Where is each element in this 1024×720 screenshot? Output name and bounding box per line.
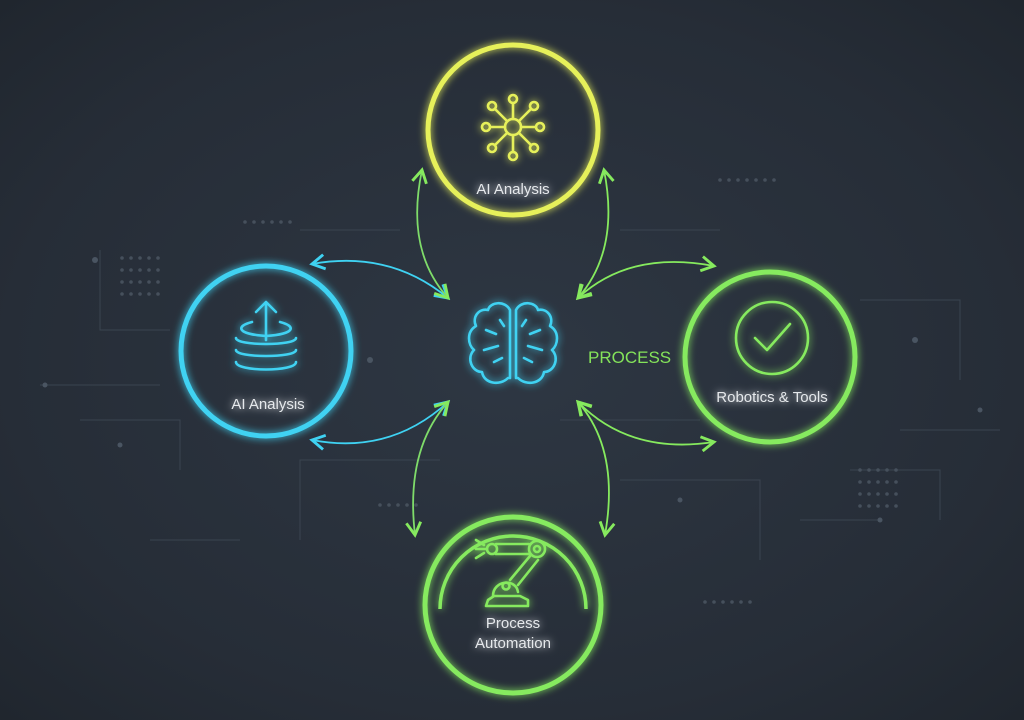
background-dot (885, 480, 889, 484)
background-dot (772, 178, 776, 182)
background-dot (876, 504, 880, 508)
background-dot (414, 503, 418, 507)
center-label: PROCESS (588, 348, 671, 367)
background-dot (858, 468, 862, 472)
background-dot (147, 256, 151, 260)
background-dot (876, 468, 880, 472)
node-bottom-label-line2: Automation (475, 635, 551, 652)
node-top[interactable]: AI Analysis (425, 42, 601, 218)
background-dot (876, 480, 880, 484)
background-dot (138, 280, 142, 284)
background-dot (763, 178, 767, 182)
background-dot (858, 492, 862, 496)
background-dot (730, 600, 734, 604)
background-dot (147, 268, 151, 272)
node-right-label: Robotics & Tools (716, 389, 827, 406)
background-dot (405, 503, 409, 507)
network-hub-icon (480, 93, 546, 162)
background-dot (867, 492, 871, 496)
background-dot (120, 268, 124, 272)
background-dot (138, 268, 142, 272)
node-right[interactable]: Robotics & Tools (682, 269, 858, 445)
background-dot (156, 256, 160, 260)
background-dot (885, 492, 889, 496)
arrow-center-bottom-left (405, 399, 450, 538)
database-upload-icon (234, 300, 298, 371)
check-circle-icon (734, 300, 810, 376)
node-top-label: AI Analysis (476, 181, 549, 198)
background-dot (156, 268, 160, 272)
background-dot (129, 280, 133, 284)
background-dot (739, 600, 743, 604)
connector-arrows (309, 167, 717, 538)
background-dot (120, 280, 124, 284)
background-dot (129, 292, 133, 296)
background-dot (120, 292, 124, 296)
background-dot (745, 178, 749, 182)
arrow-center-top-left (411, 167, 450, 301)
brain-icon (467, 301, 559, 385)
node-bottom[interactable]: Process Automation (422, 514, 604, 696)
background-dot (261, 220, 265, 224)
background-dot (894, 504, 898, 508)
background-dot (721, 600, 725, 604)
background-dot (858, 504, 862, 508)
background-dot (712, 600, 716, 604)
robot-arm-icon (474, 538, 547, 608)
background-dot (129, 256, 133, 260)
background-dot (129, 268, 133, 272)
background-dot (748, 600, 752, 604)
inner-arc (438, 534, 588, 610)
circuit-background (40, 178, 1000, 604)
background-dot (156, 292, 160, 296)
background-dot (718, 178, 722, 182)
background-dot (138, 292, 142, 296)
background-dot (736, 178, 740, 182)
background-dot (396, 503, 400, 507)
arrow-center-right-bottom (575, 399, 717, 453)
background-dot (858, 480, 862, 484)
background-dot (156, 280, 160, 284)
arrow-center-right-top (575, 255, 717, 300)
background-dot (147, 292, 151, 296)
background-dot (876, 492, 880, 496)
arrow-center-left-bottom (309, 400, 451, 451)
background-dot (894, 492, 898, 496)
arrow-center-bottom-right (576, 399, 616, 538)
background-dot (754, 178, 758, 182)
node-left[interactable]: AI Analysis (178, 263, 354, 439)
background-dot (120, 256, 124, 260)
node-bottom-label-line1: Process (486, 615, 540, 632)
center-node: PROCESS (467, 301, 671, 385)
background-dot (252, 220, 256, 224)
background-dot (885, 468, 889, 472)
background-dot (703, 600, 707, 604)
background-dot (727, 178, 731, 182)
background-dot (270, 220, 274, 224)
node-left-label: AI Analysis (231, 396, 304, 413)
background-dot (147, 280, 151, 284)
background-dot (279, 220, 283, 224)
background-dot (894, 480, 898, 484)
background-dot (378, 503, 382, 507)
background-dot (867, 468, 871, 472)
background-dot (894, 468, 898, 472)
background-dot (867, 504, 871, 508)
background-dot (867, 480, 871, 484)
background-dot (885, 504, 889, 508)
background-dot (138, 256, 142, 260)
background-dot (243, 220, 247, 224)
background-dot (288, 220, 292, 224)
background-dot (387, 503, 391, 507)
